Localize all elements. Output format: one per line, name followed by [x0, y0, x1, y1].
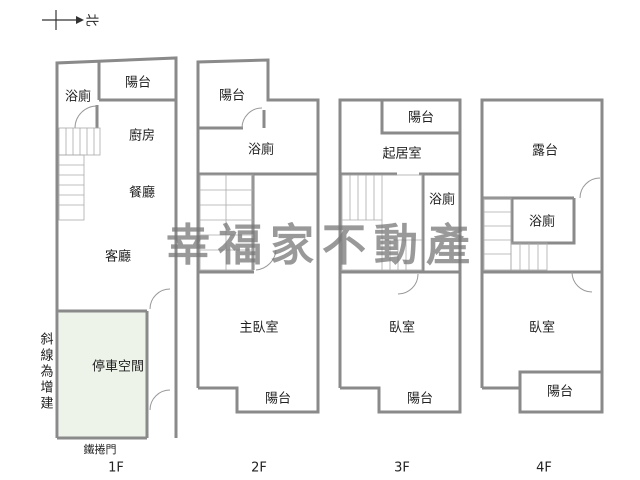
floor-1f: 陽台 浴廁 廚房 餐廳 客廳 停車空間 斜線為增建 鐵捲門 1F: [38, 56, 178, 476]
rolling-door-label: 鐵捲門: [84, 442, 117, 456]
room-bedroom: 臥室: [389, 320, 415, 336]
floor-4f: 露台 浴廁 臥室 陽台 4F: [480, 98, 604, 476]
room-living: 起居室: [382, 146, 421, 162]
room-balcony-bottom: 陽台: [265, 392, 291, 407]
room-dining: 餐廳: [129, 185, 155, 201]
watermark: 幸福家不動產: [166, 220, 478, 271]
room-kitchen: 廚房: [129, 128, 155, 144]
north-arrow-icon: [42, 10, 84, 30]
floor-label-2f: 2F: [251, 461, 267, 476]
floor-label-3f: 3F: [394, 461, 410, 476]
addition-area: [59, 311, 147, 438]
room-balcony-bottom: 陽台: [407, 392, 433, 407]
floor-label-4f: 4F: [536, 461, 552, 476]
room-bath: 浴廁: [529, 214, 555, 230]
room-balcony-top: 陽台: [219, 89, 245, 104]
room-bath: 浴廁: [248, 142, 274, 158]
room-living: 客廳: [105, 249, 131, 265]
room-bath: 浴廁: [65, 89, 91, 105]
room-bath: 浴廁: [429, 192, 455, 208]
room-balcony: 陽台: [125, 76, 151, 91]
floor-3f: 陽台 起居室 浴廁 臥室 陽台 3F: [338, 98, 462, 476]
room-bedroom: 臥室: [529, 320, 555, 336]
north-label: 北: [84, 13, 99, 26]
room-terrace: 露台: [532, 144, 558, 159]
floor-2f: 陽台 浴廁 主臥室 陽台 2F: [196, 58, 320, 476]
room-balcony: 陽台: [547, 385, 573, 400]
addition-note: 斜線為增建: [38, 332, 54, 412]
room-master-bedroom: 主臥室: [239, 320, 278, 336]
room-balcony-top: 陽台: [408, 111, 434, 126]
floor-label-1f: 1F: [108, 461, 124, 476]
room-parking: 停車空間: [92, 359, 144, 375]
